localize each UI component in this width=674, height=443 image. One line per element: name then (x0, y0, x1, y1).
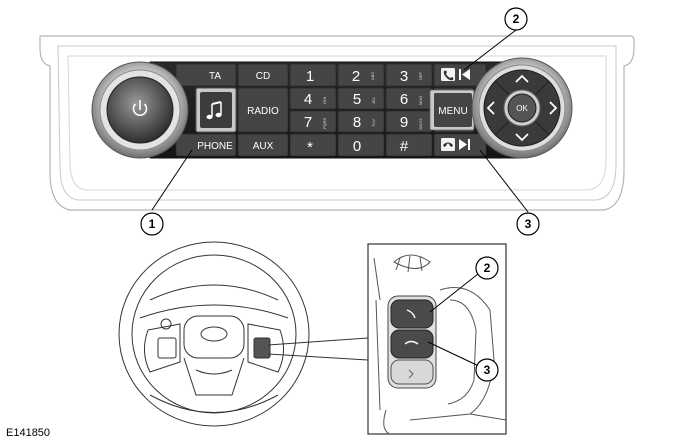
key-digit[interactable]: 8 (353, 114, 361, 131)
phone-button-label[interactable]: PHONE (197, 141, 233, 152)
radio-button-label[interactable]: RADIO (247, 106, 279, 117)
menu-button-label[interactable]: MENU (438, 106, 467, 117)
inset-callout-3: 3 (475, 358, 499, 382)
figure-reference: E141850 (6, 427, 50, 439)
callout-number: 2 (513, 12, 520, 26)
key-letters: JKL (371, 96, 376, 104)
key-digit[interactable]: 2 (352, 68, 360, 85)
key-letters: DEF (418, 71, 423, 80)
left-keys (175, 63, 289, 157)
key-letters: ABC (370, 72, 375, 80)
callout-number: 3 (525, 217, 532, 231)
aux-button-label[interactable]: AUX (253, 141, 274, 152)
key-letters: GHI (322, 97, 327, 104)
key-letters: MNO (418, 96, 423, 105)
ok-button-label[interactable]: OK (516, 104, 528, 113)
ta-button-label[interactable]: TA (209, 71, 221, 82)
music-note-icon (206, 101, 222, 120)
keypad-labels: 1 2 ABC 3 DEF 4 GHI 5 JKL 6 MNO 7 PQRS 8… (304, 68, 423, 156)
key-digit[interactable]: # (400, 138, 409, 155)
callout-number: 3 (484, 363, 491, 377)
callout-1: 1 (140, 212, 164, 236)
arrow-right-icon[interactable] (549, 101, 558, 115)
key-digit[interactable]: 5 (353, 91, 361, 108)
callout-2: 2 (504, 7, 528, 31)
inset-detail (373, 254, 507, 435)
key-digit[interactable]: 1 (306, 68, 314, 85)
callout-lines (151, 29, 529, 213)
steering-wheel (118, 241, 310, 427)
next-track-icon (459, 139, 470, 150)
phone-end-icon (441, 138, 455, 151)
inset-callout-2: 2 (475, 256, 499, 280)
phone-end-icon (404, 340, 419, 345)
key-digit[interactable]: 6 (400, 91, 408, 108)
callout-3: 3 (516, 212, 540, 236)
key-digit[interactable]: * (307, 139, 313, 156)
key-letters: TUV (371, 119, 376, 127)
inset-callout-lines (427, 269, 484, 369)
console-outline (39, 35, 635, 211)
phone-answer-icon (406, 309, 416, 319)
key-digit[interactable]: 0 (353, 138, 361, 155)
key-digit[interactable]: 4 (304, 91, 312, 108)
phone-answer-icon (441, 68, 455, 81)
voice-icon (408, 369, 414, 379)
button-labels: TA CD RADIO PHONE AUX MENU OK (197, 71, 528, 152)
previous-track-icon (459, 69, 470, 80)
wheel-to-inset-lines (267, 337, 369, 361)
navigation-control[interactable] (471, 57, 573, 159)
callout-number: 1 (149, 217, 156, 231)
arrow-up-icon[interactable] (515, 74, 529, 83)
power-icon (132, 100, 148, 116)
key-letters: PQRS (322, 117, 327, 129)
keypad-keys (289, 63, 487, 157)
callout-number: 2 (484, 261, 491, 275)
key-digit[interactable]: 9 (400, 114, 408, 131)
key-letters: WXYZ (418, 118, 423, 130)
cd-button-label[interactable]: CD (256, 71, 270, 82)
key-digit[interactable]: 7 (304, 114, 312, 131)
arrow-left-icon[interactable] (486, 101, 495, 115)
arrow-down-icon[interactable] (515, 133, 529, 142)
key-digit[interactable]: 3 (400, 68, 408, 85)
